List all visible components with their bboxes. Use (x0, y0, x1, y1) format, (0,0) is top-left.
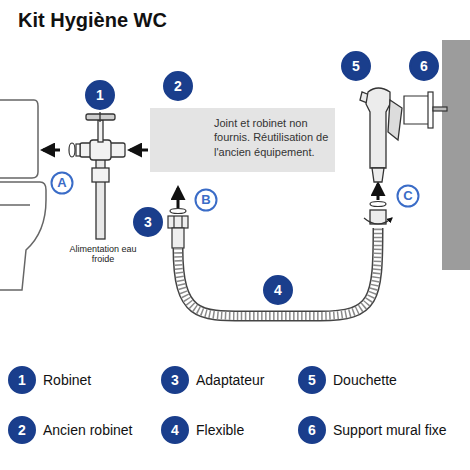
callout-number: 1 (9, 367, 35, 393)
callout-number: 3 (134, 208, 162, 236)
callout-number: C (396, 184, 420, 208)
callout-number: B (194, 188, 218, 212)
note-text: Joint et robinet non fournis. Réutilisat… (214, 116, 329, 159)
wall-support (404, 92, 447, 128)
callout-number: 6 (299, 417, 325, 443)
hose (178, 228, 378, 316)
part-name: Support mural fixe (333, 417, 447, 443)
callout-number: 2 (164, 72, 192, 100)
title: Kit Hygiène WC (18, 9, 167, 32)
part-name: Flexible (196, 417, 244, 443)
callout-number: 6 (410, 52, 438, 80)
callout-number: 5Douchette (299, 367, 325, 393)
part-name: Robinet (43, 367, 91, 393)
callout-number: A (50, 171, 74, 195)
callout-number: 5 (299, 367, 325, 393)
step-letter: C (396, 184, 420, 208)
adapter (168, 216, 188, 248)
callout-number: 1 (86, 81, 114, 109)
callout-number: 1 (86, 81, 114, 109)
callout-number: 2 (9, 417, 35, 443)
callout-number: 4 (264, 276, 292, 304)
valve (80, 112, 125, 239)
wall (442, 40, 470, 270)
part-name: Douchette (333, 367, 397, 393)
step-letter: A (50, 171, 74, 195)
callout-number: 4Flexible (162, 417, 188, 443)
callout-number: 3 (162, 367, 188, 393)
callout-number: 2Ancien robinet (9, 417, 35, 443)
step-letter: B (194, 188, 218, 212)
callout-number: 6Support mural fixe (299, 417, 325, 443)
part-name: Adaptateur (196, 367, 265, 393)
supply-label: Alimentation eau froide (66, 244, 140, 265)
callout-number: 3Adaptateur (162, 367, 188, 393)
callout-number: 6 (410, 52, 438, 80)
callout-number: 2 (164, 72, 192, 100)
callout-number: 4 (264, 276, 292, 304)
callout-number: 5 (342, 52, 370, 80)
shower-head (360, 88, 402, 224)
note-box: Joint et robinet non fournis. Réutilisat… (150, 108, 335, 172)
callout-number: 4 (162, 417, 188, 443)
callout-number: 3 (134, 208, 162, 236)
callout-number: 1Robinet (9, 367, 35, 393)
callout-number: 5 (342, 52, 370, 80)
part-name: Ancien robinet (43, 417, 133, 443)
toilet (0, 100, 46, 290)
